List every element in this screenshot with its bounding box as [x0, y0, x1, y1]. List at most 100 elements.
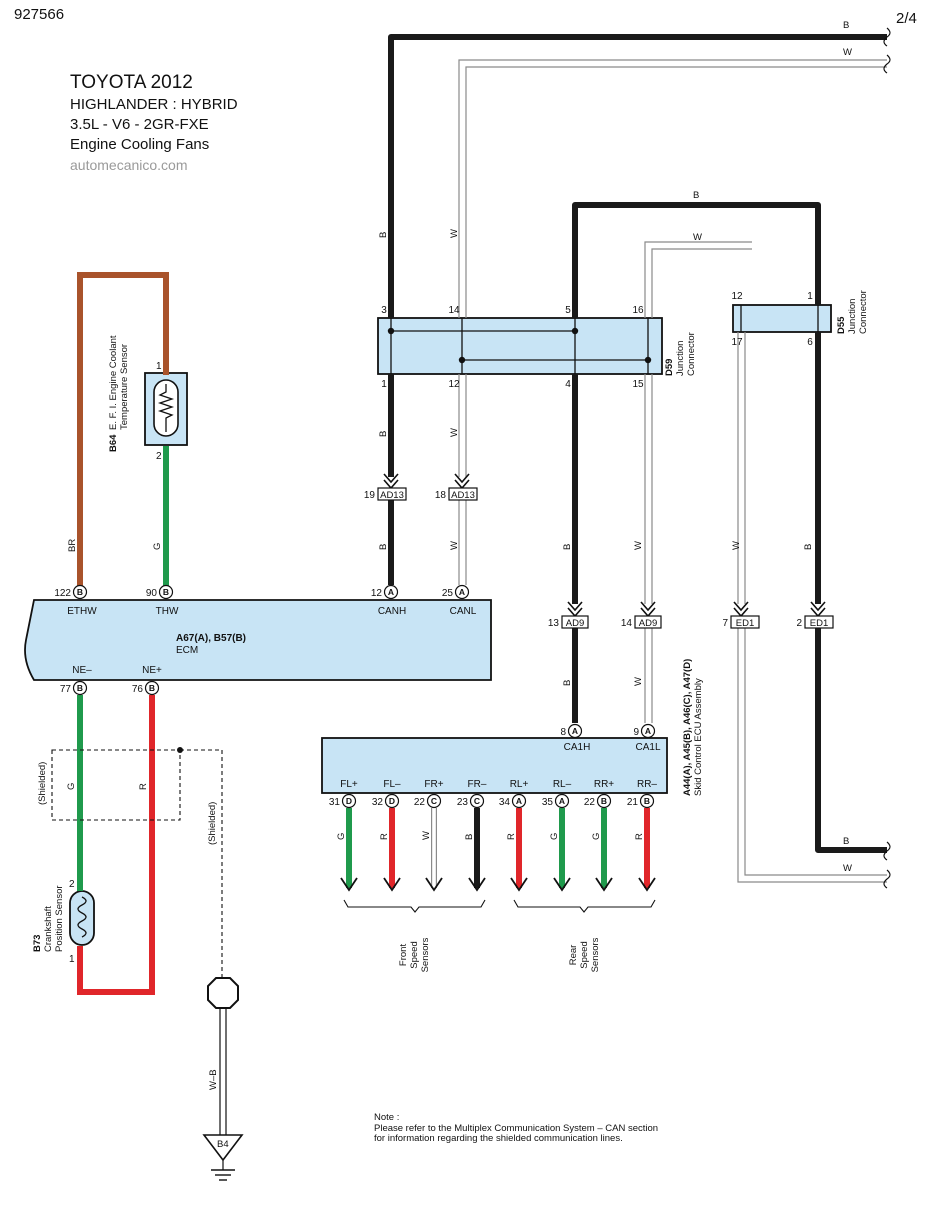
sensor-braces — [343, 899, 656, 913]
ground-b4-id: B4 — [217, 1139, 229, 1150]
skid-wire-code-6: G — [591, 833, 602, 840]
d55-label: D55 Junction Connector — [836, 290, 869, 334]
d59-top-pin-5: 5 — [565, 305, 571, 316]
ecm-name: ECM — [176, 645, 198, 656]
d59-bottom-pin-12: 12 — [448, 379, 460, 390]
connector-ed1-b-pin: 2 — [796, 618, 802, 629]
wire-code-b-3: B — [378, 544, 389, 550]
rear-sensors-line3: Sensors — [590, 937, 601, 972]
b64-pin-1: 1 — [156, 361, 162, 372]
d55-top-pin-12: 12 — [731, 291, 743, 302]
connector-arrows — [383, 473, 826, 618]
skid-terminal-7 — [639, 793, 655, 809]
skid-wire-arrow-0 — [340, 877, 358, 892]
skid-pin-ca1l-num: 9 — [633, 727, 639, 738]
skid-pin-num-1: 32 — [372, 797, 384, 808]
ecm-pin-ne-plus-conn: B — [149, 683, 155, 693]
wire-code-b-6: B — [562, 680, 573, 686]
skid-pin-conn-7: B — [644, 796, 650, 806]
skid-pin-ca1l-label: CA1L — [635, 742, 660, 753]
wire-code-w-mid: W — [693, 232, 702, 243]
system-name: Engine Cooling Fans — [70, 135, 210, 153]
connector-ad13-b-pin: 18 — [435, 490, 447, 501]
skid-wire-code-7: R — [634, 833, 645, 840]
rear-sensors-line2: Speed — [579, 941, 590, 968]
skid-pin-num-3: 23 — [457, 797, 469, 808]
wire-code-w-2: W — [449, 428, 460, 437]
ecm-pin-thw-conn: B — [163, 587, 169, 597]
b73-pin-1: 1 — [69, 954, 75, 965]
wire-brown-ethw — [77, 272, 169, 592]
skid-pin-label-5: RL– — [553, 779, 572, 790]
ecm-pin-canl-label: CANL — [450, 606, 477, 617]
ecm-pin-canl-conn: A — [459, 587, 465, 597]
skid-name: Skid Control ECU Assembly — [693, 678, 704, 796]
skid-pin-label-6: RR+ — [594, 779, 614, 790]
wire-code-b-1: B — [378, 232, 389, 238]
front-sensors-label: Front Speed Sensors — [398, 937, 431, 972]
wire-code-b-5: B — [803, 544, 814, 550]
d59-line2: Connector — [686, 332, 697, 376]
d55-id: D55 — [836, 316, 847, 334]
skid-id: A44(A), A45(B), A46(C), A47(D) — [682, 659, 693, 796]
connector-ed1-a-pin: 7 — [722, 618, 728, 629]
ecm-connector-id: A67(A), B57(B) — [176, 633, 246, 644]
b64-sensor-box — [144, 372, 188, 446]
skid-terminal-6 — [596, 793, 612, 809]
diagram-title: TOYOTA 2012 — [70, 72, 193, 93]
ecm-pin-canh-conn: A — [388, 587, 394, 597]
ecm-pin-ethw-label: ETHW — [67, 606, 97, 617]
shield-lines — [51, 749, 223, 978]
skid-terminal-3 — [469, 793, 485, 809]
skid-bottom-pins: D31FL+GD32FL–RC22FR+WC23FR–BA34RL+RA35RL… — [329, 779, 657, 892]
rear-sensors-line1: Rear — [568, 945, 579, 966]
skid-ecu-box — [321, 737, 668, 794]
b73-sensor-symbol — [69, 890, 95, 946]
b73-label: B73 Crankshaft Position Sensor — [32, 885, 65, 952]
skid-pin-ca1l-conn: A — [645, 726, 651, 736]
skid-wire-code-5: G — [549, 833, 560, 840]
d55-internal-lines — [740, 305, 819, 332]
skid-pin-ca1h-num: 8 — [560, 727, 566, 738]
wire-code-g-thw: G — [152, 543, 163, 550]
skid-wire-arrow-4 — [510, 877, 528, 892]
skid-terminal-5 — [554, 793, 570, 809]
skid-pin-label-0: FL+ — [340, 779, 358, 790]
wire-code-w-top-right: W — [843, 47, 852, 58]
shield-drain-label: (Shielded) — [207, 802, 218, 845]
d59-id: D59 — [664, 359, 675, 376]
d55-line2: Connector — [858, 290, 869, 334]
b73-line2: Position Sensor — [54, 885, 65, 952]
d59-top-pin-16: 16 — [632, 305, 644, 316]
skid-label: A44(A), A45(B), A46(C), A47(D) Skid Cont… — [682, 659, 704, 796]
ecm-box — [24, 599, 492, 681]
d59-junction-box — [377, 317, 663, 375]
skid-pin-conn-4: A — [516, 796, 522, 806]
engine-spec: 3.5L - V6 - 2GR-FXE — [70, 115, 209, 133]
skid-pin-label-2: FR+ — [424, 779, 443, 790]
wire-white-canl — [458, 59, 887, 883]
skid-pin-conn-6: B — [601, 796, 607, 806]
note-line2: for information regarding the shielded c… — [374, 1133, 623, 1145]
skid-pin-num-2: 22 — [414, 797, 426, 808]
connector-ad13-a-pin: 19 — [364, 490, 376, 501]
wire-code-b-2: B — [378, 431, 389, 437]
wire-code-w-6: W — [633, 677, 644, 686]
connector-boxes — [377, 487, 834, 629]
b73-line1: Crankshaft — [43, 906, 54, 952]
b64-id: B64 — [108, 434, 119, 452]
page-number: 2/4 — [896, 10, 917, 27]
front-sensors-line3: Sensors — [420, 937, 431, 972]
note-block: Note : Please refer to the Multiplex Com… — [374, 1112, 658, 1145]
wire-code-r-ne: R — [138, 783, 149, 790]
wire-black-canh — [388, 34, 887, 853]
ecm-terminals — [72, 584, 470, 696]
connector-ad13-a-name: AD13 — [380, 490, 404, 501]
d59-bottom-pin-4: 4 — [565, 379, 571, 390]
skid-wire-arrow-5 — [553, 877, 571, 892]
skid-terminal-1 — [384, 793, 400, 809]
skid-terminal-4 — [511, 793, 527, 809]
connector-ad13-b-name: AD13 — [451, 490, 475, 501]
skid-wire-arrow-2 — [425, 877, 443, 892]
skid-pin-num-4: 34 — [499, 797, 511, 808]
